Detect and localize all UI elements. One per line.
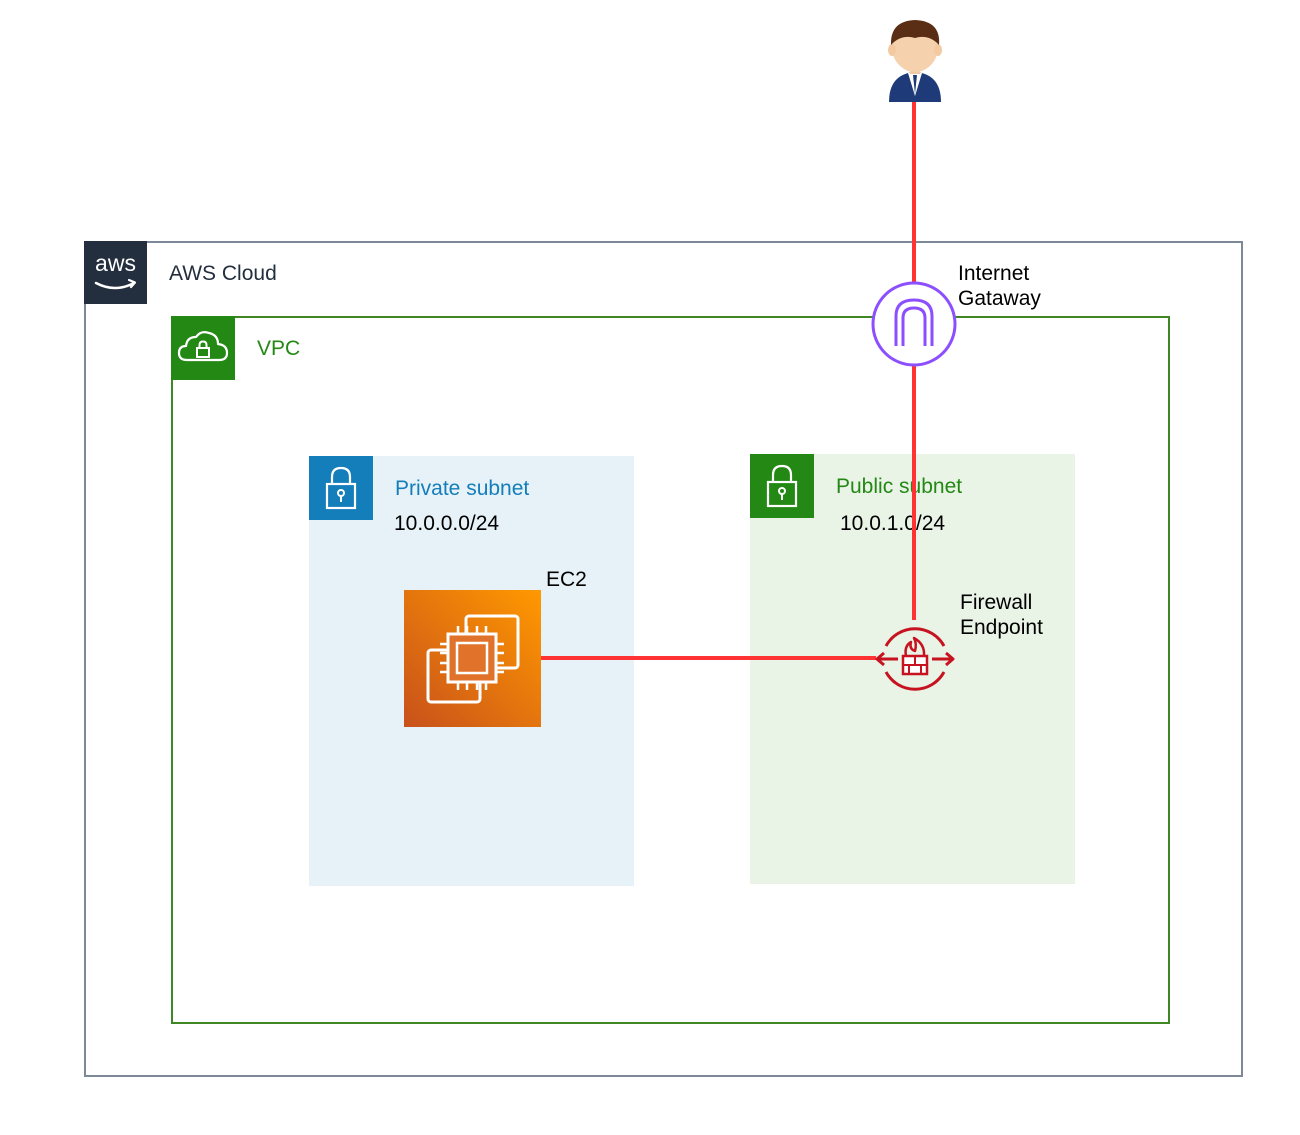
internet-gateway-icon — [870, 280, 958, 368]
padlock-icon — [309, 456, 373, 520]
vpc-group — [171, 316, 1170, 1024]
vpc-label: VPC — [257, 337, 301, 360]
public-subnet-label: Public subnet — [836, 475, 963, 498]
network-firewall-endpoint-icon — [872, 616, 958, 702]
ec2-label: EC2 — [546, 568, 587, 591]
aws-badge-text: aws — [95, 250, 136, 276]
private-subnet-cidr: 10.0.0.0/24 — [394, 512, 500, 535]
private-subnet-label: Private subnet — [395, 477, 530, 500]
aws-cloud-group — [84, 241, 1243, 1077]
firewall-endpoint-label-line2: Endpoint — [960, 616, 1043, 639]
padlock-icon — [750, 454, 814, 518]
vpc-cloud-lock-icon — [171, 316, 235, 380]
ec2-instance-icon — [404, 590, 541, 727]
internet-gateway-label-line2: Gataway — [958, 287, 1041, 310]
user-icon — [876, 12, 954, 104]
public-subnet-cidr: 10.0.1.0/24 — [840, 512, 946, 535]
internet-gateway-label-line1: Internet — [958, 262, 1030, 285]
aws-logo-icon: aws — [84, 241, 147, 304]
firewall-endpoint-label-line1: Firewall — [960, 591, 1033, 614]
aws-cloud-label: AWS Cloud — [169, 262, 277, 285]
